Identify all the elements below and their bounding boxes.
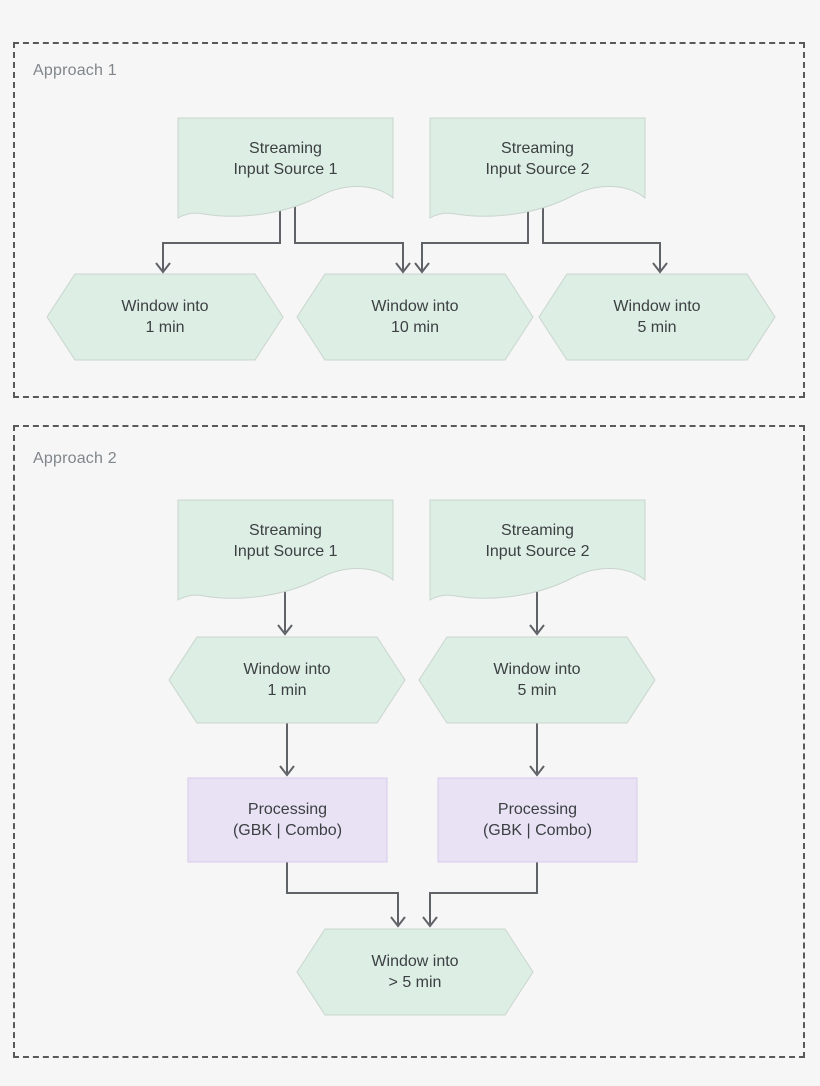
a2-source1-document-shape xyxy=(177,499,394,601)
a1-window-1min-label: Window into 1 min xyxy=(121,298,209,336)
a2-window-gt5min-label: Window into > 5 min xyxy=(371,953,459,991)
connector-a1-source2-to-window10 xyxy=(414,188,529,274)
a1-window-10min-label: Window into 10 min xyxy=(371,298,459,336)
arrowhead-icon xyxy=(529,624,545,636)
a1-window-5min-hexagon xyxy=(538,273,776,361)
arrowhead-icon xyxy=(395,262,411,274)
arrowhead-icon xyxy=(422,916,438,928)
a1-source1-document-shape xyxy=(177,117,394,219)
a2-window-1min-label: Window into 1 min xyxy=(243,661,331,699)
connector-a2-window5-to-processing2 xyxy=(529,723,545,777)
a2-window-gt5min-hexagon xyxy=(296,928,534,1016)
approach2-panel xyxy=(13,425,805,1058)
a2-window-1min-hexagon xyxy=(168,636,406,724)
arrowhead-icon xyxy=(279,765,295,777)
arrowhead-icon xyxy=(529,765,545,777)
a2-connectors xyxy=(277,572,545,928)
a2-source1-label: Streaming Input Source 1 xyxy=(233,522,338,560)
connector-a2-window1-to-processing1 xyxy=(279,723,295,777)
arrowhead-icon xyxy=(414,262,430,274)
a1-source2-document-shape xyxy=(429,117,646,219)
a2-source2-document-shape xyxy=(429,499,646,601)
a1-window-10min-hexagon xyxy=(296,273,534,361)
connector-a1-source1-to-window10 xyxy=(294,188,411,274)
arrowhead-icon xyxy=(652,262,668,274)
connector-a2-processing2-to-windowgt5 xyxy=(422,862,538,928)
a2-window-5min-hexagon xyxy=(418,636,656,724)
a2-window-5min-label: Window into 5 min xyxy=(493,661,581,699)
a2-source2-label: Streaming Input Source 2 xyxy=(485,522,590,560)
a1-source1-label: Streaming Input Source 1 xyxy=(233,140,338,178)
a1-window-1min-hexagon xyxy=(46,273,284,361)
arrowhead-icon xyxy=(277,624,293,636)
a1-connectors xyxy=(155,188,668,274)
a2-processing-2-box xyxy=(437,777,638,863)
arrowhead-icon xyxy=(155,262,171,274)
a1-shapes xyxy=(46,117,776,361)
approach1-panel xyxy=(13,42,805,398)
approach2-title: Approach 2 xyxy=(33,450,117,467)
connector-a1-source2-to-window5 xyxy=(542,188,668,274)
connector-a2-processing1-to-windowgt5 xyxy=(286,862,406,928)
a2-processing-1-box xyxy=(187,777,388,863)
a1-window-5min-label: Window into 5 min xyxy=(613,298,701,336)
approach1-title: Approach 1 xyxy=(33,62,117,79)
a2-shapes xyxy=(168,499,656,1016)
a2-processing-2-label: Processing (GBK | Combo) xyxy=(482,801,593,839)
a2-processing-1-label: Processing (GBK | Combo) xyxy=(232,801,343,839)
a1-source2-label: Streaming Input Source 2 xyxy=(485,140,590,178)
connector-a1-source1-to-window1 xyxy=(155,188,281,274)
arrowhead-icon xyxy=(390,916,406,928)
